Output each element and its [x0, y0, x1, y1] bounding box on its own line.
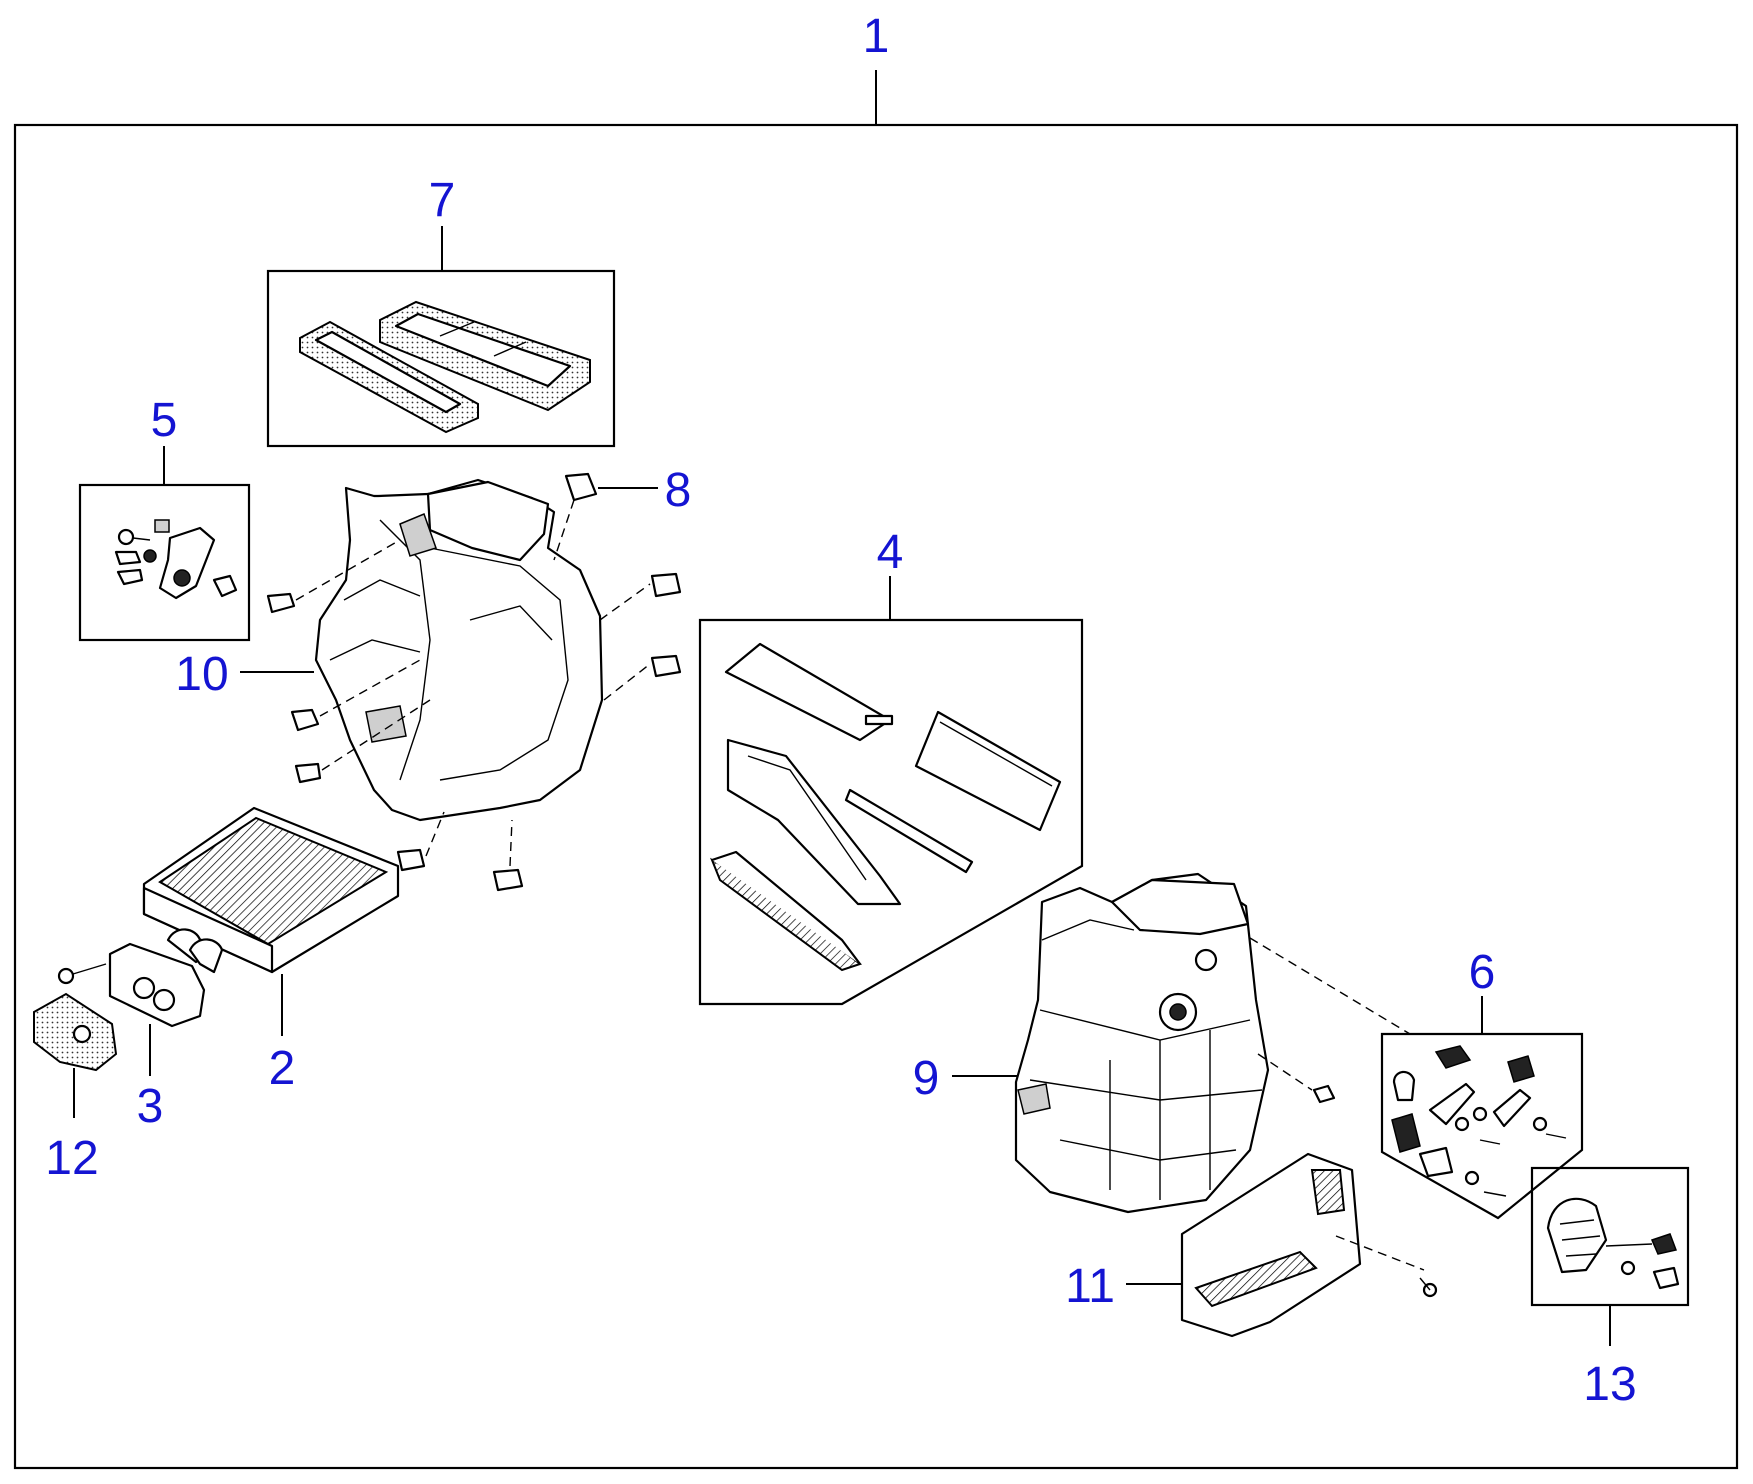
- part-3-gasket-plate: [57, 942, 206, 1076]
- callout-6: 6: [1469, 946, 1496, 999]
- part-6-link-kit: [1380, 996, 1584, 1220]
- part-13-actuator-kit: [1530, 1166, 1690, 1346]
- callout-12: 12: [45, 1132, 98, 1185]
- callout-4: 4: [877, 526, 904, 579]
- part-9-lower-housing: [952, 872, 1270, 1214]
- callout-8: 8: [665, 464, 692, 517]
- callout-13: 13: [1583, 1358, 1636, 1411]
- callout-10: 10: [175, 648, 228, 701]
- part-12-foam-pad: [33, 992, 118, 1118]
- part-2-heater-core: [142, 806, 400, 1036]
- part-8-clip: [553, 472, 658, 561]
- callout-9: 9: [913, 1052, 940, 1105]
- callout-2: 2: [269, 1042, 296, 1095]
- part-7-seal-kit: [266, 226, 616, 448]
- housing-clips: [266, 539, 682, 892]
- part-11-side-cover: [1126, 1152, 1438, 1338]
- part-4-door-kit: [698, 576, 1084, 1006]
- callout-5: 5: [151, 394, 178, 447]
- link-lines-9-6: [1249, 937, 1411, 1104]
- assembly-frame: [13, 70, 1739, 1470]
- callout-7: 7: [429, 174, 456, 227]
- callout-labels: 1 2 3 4 5 6 7 8 9 10 11 12 13: [45, 10, 1636, 1411]
- part-10-upper-housing: [240, 478, 604, 822]
- callout-1: 1: [863, 10, 890, 63]
- callout-11: 11: [1065, 1260, 1115, 1313]
- part-5-actuator-kit: [78, 446, 251, 642]
- callout-3: 3: [137, 1080, 164, 1133]
